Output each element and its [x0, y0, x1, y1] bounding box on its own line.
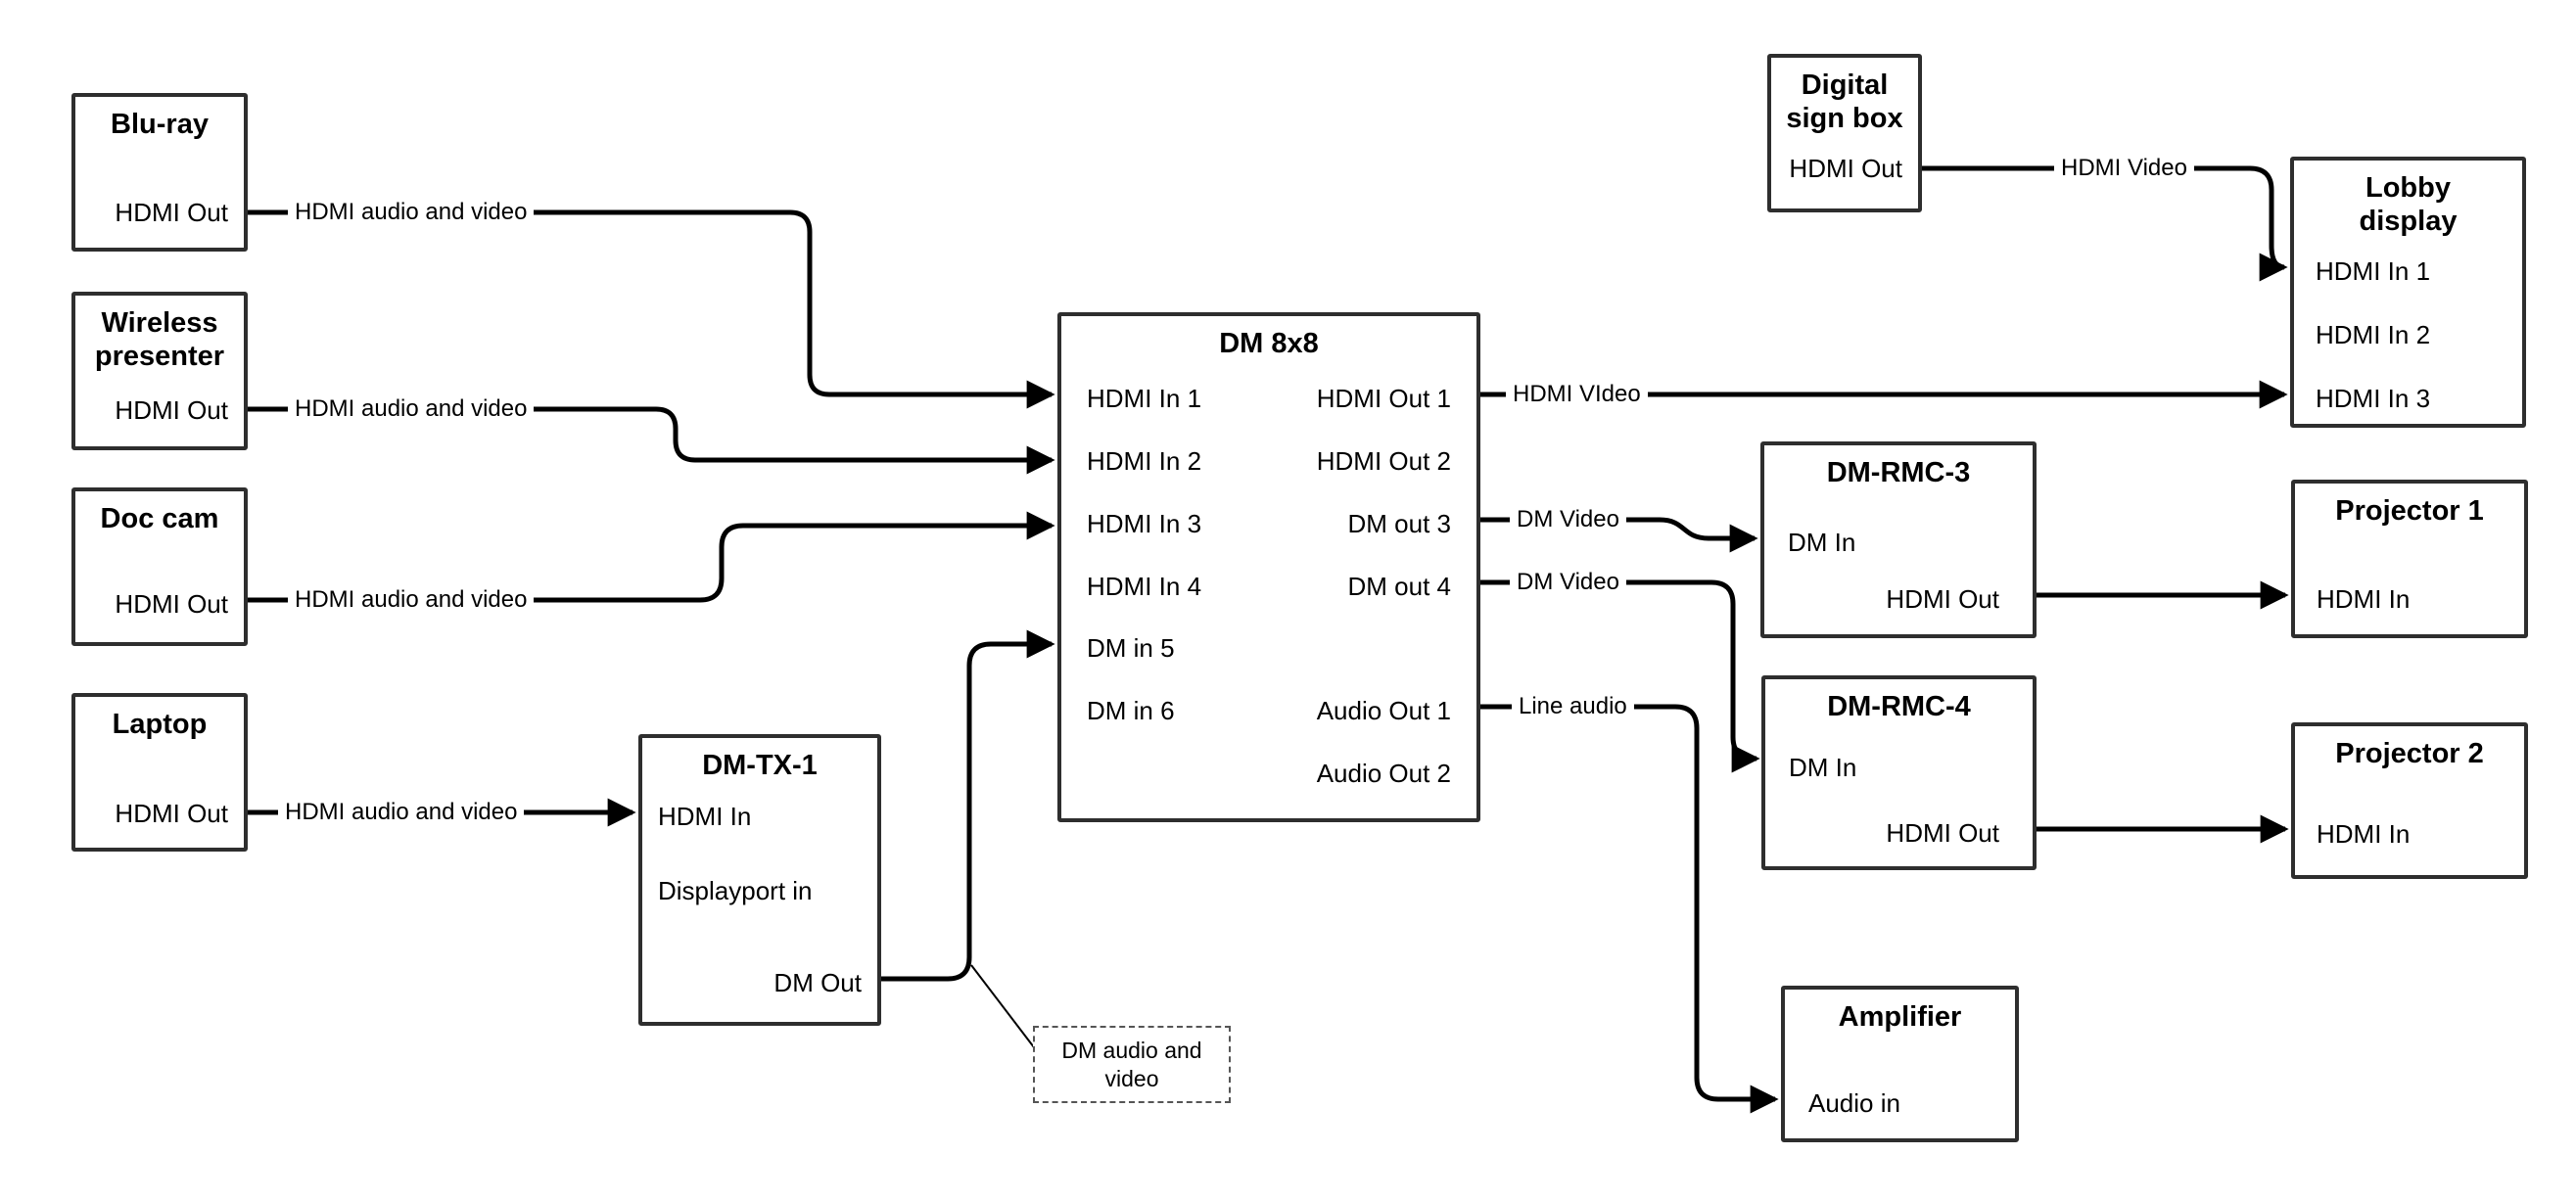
device-box-blu-ray: Blu-ray HDMI Out — [71, 93, 248, 252]
wireless-presenter-port-hdmi-out: HDMI Out — [115, 395, 228, 425]
wireless-presenter-title: Wireless presenter — [94, 307, 225, 372]
dm-rmc-3-port-hdmi-out: HDMI Out — [1886, 584, 1999, 614]
wire-label-out4-dm-video: DM Video — [1510, 567, 1626, 598]
device-box-digital-sign-box: Digital sign box HDMI Out — [1767, 54, 1922, 212]
wire-label-out3-dm-video: DM Video — [1510, 504, 1626, 535]
wire-wireless-to-dm8x8-in2 — [248, 406, 1055, 475]
wire-dmtx1-dmout-to-dm8x8-in5 — [881, 629, 1055, 982]
annotation-leader-line — [970, 964, 1035, 1048]
dm-rmc-3-port-dm-in: DM In — [1788, 528, 1856, 557]
lobby-display-title: Lobby display — [2359, 172, 2458, 237]
dm-8x8-port-audio-out-2: Audio Out 2 — [1316, 759, 1451, 788]
laptop-title: Laptop — [112, 709, 208, 740]
dm-rmc-4-port-hdmi-out: HDMI Out — [1886, 818, 1999, 848]
dm-8x8-port-dm-out-4: DM out 4 — [1347, 572, 1452, 601]
device-box-amplifier: Amplifier Audio in — [1781, 986, 2019, 1142]
wire-digitalsign-to-lobby-in1 — [1922, 165, 2288, 282]
annotation-box-dm-audio-video: DM audio and video — [1033, 1026, 1231, 1103]
device-box-dm-rmc-4: DM-RMC-4 DM In HDMI Out — [1761, 675, 2037, 870]
projector-1-title: Projector 1 — [2335, 495, 2484, 527]
device-box-dm-rmc-3: DM-RMC-3 DM In HDMI Out — [1760, 441, 2037, 638]
device-box-laptop: Laptop HDMI Out — [71, 693, 248, 852]
digital-sign-box-port-hdmi-out: HDMI Out — [1789, 154, 1902, 183]
digital-sign-box-title: Digital sign box — [1786, 69, 1903, 134]
projector-2-port-hdmi-in: HDMI In — [2317, 819, 2411, 849]
annotation-text: DM audio and video — [1061, 1037, 1202, 1091]
dm-tx-1-port-dm-out: DM Out — [773, 968, 862, 997]
dm-8x8-port-dm-in-5: DM in 5 — [1087, 633, 1175, 663]
device-box-doc-cam: Doc cam HDMI Out — [71, 487, 248, 646]
wire-label-bluray-hdmi-av: HDMI audio and video — [288, 197, 535, 228]
dm-8x8-port-hdmi-in-1: HDMI In 1 — [1087, 384, 1202, 413]
device-box-dm-tx-1: DM-TX-1 HDMI In Displayport in DM Out — [638, 734, 881, 1026]
device-box-projector-1: Projector 1 HDMI In — [2291, 480, 2528, 638]
blu-ray-port-hdmi-out: HDMI Out — [115, 198, 228, 227]
lobby-display-port-hdmi-in-2: HDMI In 2 — [2316, 320, 2431, 349]
dm-tx-1-title: DM-TX-1 — [702, 750, 818, 781]
wire-label-wireless-hdmi-av: HDMI audio and video — [288, 393, 535, 425]
projector-2-title: Projector 2 — [2335, 738, 2484, 769]
wire-doccam-to-dm8x8-in3 — [248, 511, 1055, 603]
device-box-lobby-display: Lobby display HDMI In 1 HDMI In 2 HDMI I… — [2290, 157, 2526, 428]
dm-tx-1-port-hdmi-in: HDMI In — [658, 802, 752, 831]
device-box-projector-2: Projector 2 HDMI In — [2291, 722, 2528, 879]
dm-8x8-port-hdmi-in-2: HDMI In 2 — [1087, 446, 1202, 476]
wire-label-laptop-hdmi-av: HDMI audio and video — [278, 797, 525, 828]
wire-label-out1-hdmi-video: HDMI VIdeo — [1506, 379, 1648, 410]
doc-cam-title: Doc cam — [100, 503, 219, 534]
wire-dm8x8-out4-to-rmc4-dmin — [1480, 579, 1760, 773]
dm-8x8-port-hdmi-in-4: HDMI In 4 — [1087, 572, 1202, 601]
wire-dm8x8-audioout1-to-amplifier — [1480, 704, 1779, 1114]
laptop-port-hdmi-out: HDMI Out — [115, 799, 228, 828]
lobby-display-port-hdmi-in-1: HDMI In 1 — [2316, 256, 2431, 286]
lobby-display-port-hdmi-in-3: HDMI In 3 — [2316, 384, 2431, 413]
dm-8x8-port-hdmi-in-3: HDMI In 3 — [1087, 509, 1202, 538]
wire-label-line-audio: Line audio — [1512, 691, 1634, 722]
dm-8x8-port-audio-out-1: Audio Out 1 — [1316, 696, 1451, 725]
wire-bluray-to-dm8x8-in1 — [248, 209, 1055, 409]
dm-tx-1-port-displayport-in: Displayport in — [658, 876, 813, 905]
amplifier-title: Amplifier — [1838, 1001, 1962, 1033]
wire-dm8x8-out3-to-rmc3-dmin — [1480, 517, 1758, 553]
wire-label-doccam-hdmi-av: HDMI audio and video — [288, 584, 535, 616]
dm-rmc-3-title: DM-RMC-3 — [1826, 457, 1971, 488]
blu-ray-title: Blu-ray — [111, 109, 209, 140]
dm-8x8-port-hdmi-out-2: HDMI Out 2 — [1316, 446, 1451, 476]
doc-cam-port-hdmi-out: HDMI Out — [115, 589, 228, 619]
device-box-wireless-presenter: Wireless presenter HDMI Out — [71, 292, 248, 450]
amplifier-port-audio-in: Audio in — [1808, 1088, 1900, 1118]
dm-rmc-4-title: DM-RMC-4 — [1827, 691, 1971, 722]
dm-8x8-port-dm-in-6: DM in 6 — [1087, 696, 1175, 725]
dm-8x8-port-dm-out-3: DM out 3 — [1347, 509, 1452, 538]
dm-8x8-title: DM 8x8 — [1219, 328, 1319, 359]
projector-1-port-hdmi-in: HDMI In — [2317, 584, 2411, 614]
dm-8x8-port-hdmi-out-1: HDMI Out 1 — [1316, 384, 1451, 413]
wire-label-sign-hdmi-video: HDMI Video — [2054, 153, 2194, 184]
device-box-dm-8x8: DM 8x8 HDMI In 1 HDMI In 2 HDMI In 3 HDM… — [1057, 312, 1480, 822]
dm-rmc-4-port-dm-in: DM In — [1789, 753, 1857, 782]
